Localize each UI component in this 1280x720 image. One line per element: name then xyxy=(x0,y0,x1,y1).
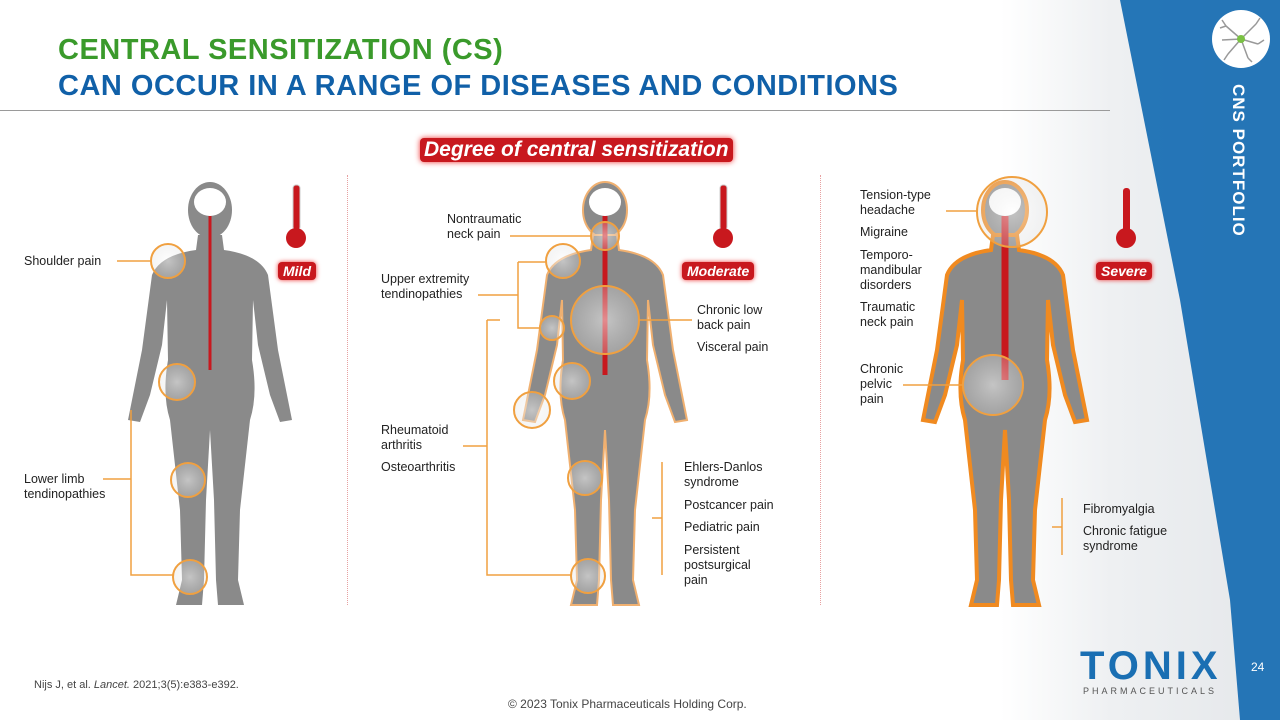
condition-label: Traumatic neck pain xyxy=(860,300,916,329)
thermometer-icon xyxy=(1116,188,1136,248)
condition-label: Tension-type headache xyxy=(860,188,931,217)
condition-label: Fibromyalgia xyxy=(1083,502,1155,516)
condition-label: Nontraumatic neck pain xyxy=(447,212,522,241)
condition-label: Pediatric pain xyxy=(684,520,760,534)
citation-ref: 2021;3(5):e383-e392. xyxy=(130,679,239,691)
thermometer-icon xyxy=(713,184,733,248)
badge-moderate: Moderate xyxy=(682,262,755,280)
diagram-heading: Degree of central sensitization xyxy=(420,138,733,162)
condition-label: Migraine xyxy=(860,225,908,239)
condition-label: Lower limb tendinopathies xyxy=(24,472,106,501)
condition-label: Ehlers-Danlos syndrome xyxy=(684,460,763,489)
condition-label: Rheumatoid arthritis xyxy=(381,423,449,452)
section-label: CNS PORTFOLIO xyxy=(1229,84,1248,237)
neuron-icon xyxy=(1212,10,1270,68)
page-subtitle: CAN OCCUR IN A RANGE OF DISEASES AND CON… xyxy=(58,70,899,102)
condition-label: Chronic fatigue syndrome xyxy=(1083,524,1168,553)
page-number: 24 xyxy=(1251,660,1265,674)
condition-label: Temporo-mandibular disorders xyxy=(860,248,922,292)
title-divider xyxy=(0,110,1110,111)
badge-mild: Mild xyxy=(278,262,316,280)
condition-label: Chronic low back pain xyxy=(697,303,763,332)
condition-label: Shoulder pain xyxy=(24,254,102,268)
brand-logo: TONIX xyxy=(1080,644,1222,688)
page-title: CENTRAL SENSITIZATION (CS) xyxy=(58,34,504,66)
divider xyxy=(820,175,821,605)
citation-authors: Nijs J, et al. xyxy=(34,679,94,691)
citation: Nijs J, et al. Lancet. 2021;3(5):e383-e3… xyxy=(34,679,239,691)
condition-label: Osteoarthritis xyxy=(381,460,456,474)
condition-label: Visceral pain xyxy=(697,340,769,354)
copyright: © 2023 Tonix Pharmaceuticals Holding Cor… xyxy=(508,697,747,711)
figure-mild xyxy=(128,182,292,605)
badge-severe: Severe xyxy=(1096,262,1152,280)
condition-label: Persistent postsurgical pain xyxy=(684,543,751,587)
thermometer-icon xyxy=(286,184,306,248)
citation-journal: Lancet. xyxy=(93,679,130,691)
condition-label: Postcancer pain xyxy=(684,498,774,512)
condition-label: Chronic pelvic pain xyxy=(860,362,904,406)
brand-subtitle: PHARMACEUTICALS xyxy=(1083,686,1218,696)
condition-label: Upper extremity tendinopathies xyxy=(381,272,470,301)
divider xyxy=(347,175,348,605)
